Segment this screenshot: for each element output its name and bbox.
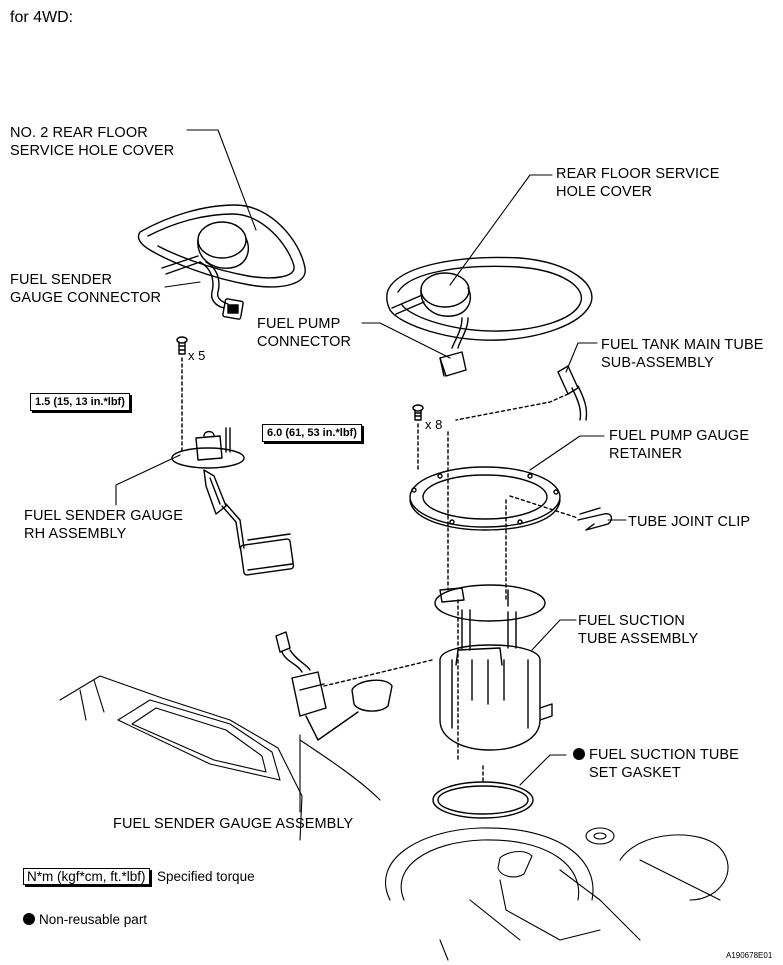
label-fuel-sender-gauge-assembly: FUEL SENDER GAUGE ASSEMBLY	[113, 816, 354, 832]
legend-torque-desc: : Specified torque	[149, 869, 255, 884]
legend-specified-torque: N*m (kgf*cm, ft.*lbf): Specified torque	[23, 868, 255, 886]
label-fuel-suction-tube-set-gasket: FUEL SUCTION TUBE SET GASKET	[573, 746, 739, 782]
fuel-suction-tube-gasket-part	[432, 765, 534, 819]
large-bolt-quantity: x 8	[425, 417, 443, 432]
label-tube-joint-clip: TUBE JOINT CLIP	[628, 514, 751, 530]
small-bolt-quantity: x 5	[188, 348, 206, 363]
tube-joint-clip-part	[509, 495, 613, 531]
no2-rear-floor-service-hole-cover	[137, 204, 306, 288]
label-fuel-pump-connector: FUEL PUMP CONNECTOR	[257, 316, 352, 350]
label-fuel-tank-main-tube: FUEL TANK MAIN TUBE SUB-ASSEMBLY	[601, 337, 764, 371]
fuel-sender-gauge-assembly-part	[275, 631, 433, 741]
sender-gauge-bolt	[176, 336, 188, 453]
fuel-pump-gauge-retainer	[409, 466, 561, 531]
label-fuel-suction-tube-assembly: FUEL SUCTION TUBE ASSEMBLY	[578, 613, 699, 647]
label-fuel-sender-gauge-rh-assembly: FUEL SENDER GAUGE RH ASSEMBLY	[24, 508, 184, 542]
diagram-header: for 4WD:	[10, 9, 74, 26]
label-rear-floor-service-hole-cover: REAR FLOOR SERVICE HOLE COVER	[556, 166, 720, 200]
leader-lines	[115, 129, 627, 813]
vehicle-floor-sketch	[59, 675, 381, 841]
fuel-tank-main-tube-part	[455, 365, 588, 421]
legend-dot-icon	[23, 913, 35, 925]
label-fuel-pump-gauge-retainer: FUEL PUMP GAUGE RETAINER	[609, 428, 750, 462]
retainer-bolt	[412, 404, 424, 471]
non-reusable-dot-icon	[573, 748, 585, 760]
legend-torque-box: N*m (kgf*cm, ft.*lbf)	[23, 868, 150, 885]
rear-floor-service-hole-cover	[385, 256, 593, 377]
torque-spec-small-bolt: 1.5 (15, 13 in.*lbf)	[30, 393, 130, 411]
legend-non-reusable-part: Non-reusable part	[23, 911, 147, 929]
label-no2-rear-floor-service-hole-cover: NO. 2 REAR FLOOR SERVICE HOLE COVER	[10, 125, 175, 159]
figure-code: A190678E01	[726, 951, 773, 960]
fuel-sender-gauge-connector	[199, 261, 244, 320]
torque-spec-large-bolt: 6.0 (61, 53 in.*lbf)	[262, 424, 362, 442]
label-fuel-suction-tube-set-gasket-text: FUEL SUCTION TUBE SET GASKET	[589, 747, 739, 781]
label-fuel-sender-gauge-connector: FUEL SENDER GAUGE CONNECTOR	[10, 272, 162, 306]
fuel-suction-tube-assembly-part	[434, 431, 553, 761]
legend-non-reusable-text: Non-reusable part	[39, 912, 148, 927]
fuel-sender-gauge-rh-part	[171, 427, 295, 576]
fuel-tank-sketch	[384, 827, 729, 961]
